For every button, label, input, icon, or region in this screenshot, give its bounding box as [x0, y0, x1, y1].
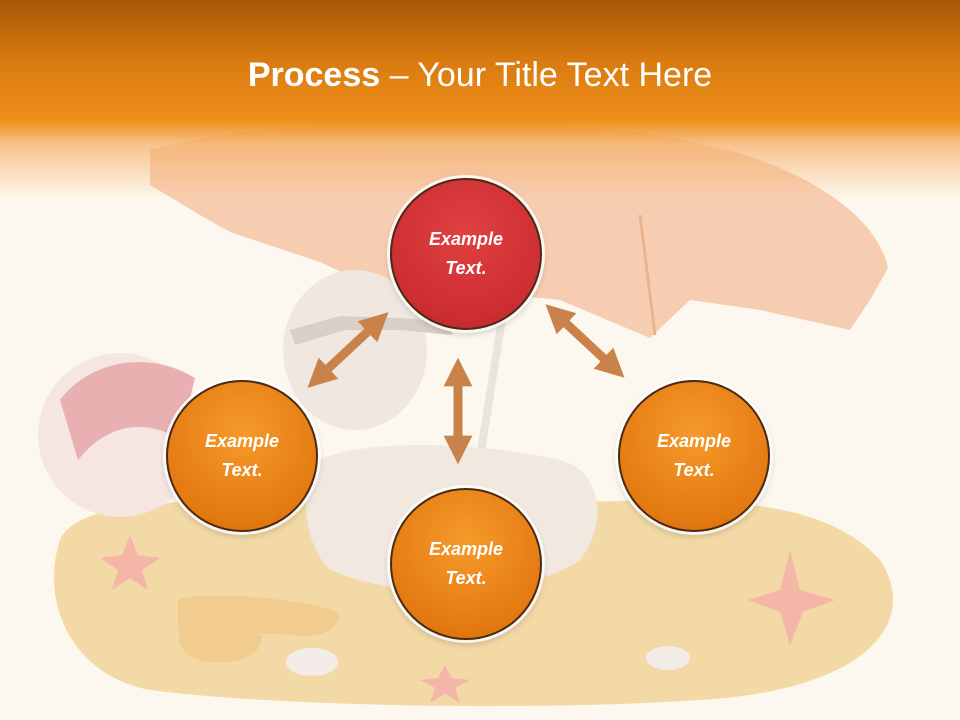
seashell-icon	[286, 648, 338, 676]
title-banner	[0, 0, 960, 200]
starfish-icon	[420, 665, 470, 703]
node-label: Example Text.	[204, 431, 280, 480]
title-rest: – Your Title Text Here	[380, 56, 713, 94]
process-node-right[interactable]: Example Text.	[618, 380, 770, 532]
title-bold: Process	[247, 56, 381, 94]
double-arrow-left	[307, 312, 389, 388]
slide-title: Process – Your Title Text Here	[0, 52, 960, 98]
starfish-icon	[748, 550, 835, 645]
process-node-left[interactable]: Example Text.	[166, 380, 318, 532]
double-arrow-right	[545, 304, 625, 378]
node-label: Example Text.	[428, 229, 504, 278]
flip-flop	[179, 625, 262, 663]
starfish-icon	[100, 535, 160, 590]
node-label: Example Text.	[656, 431, 732, 480]
node-label: Example Text.	[428, 539, 504, 588]
process-node-top[interactable]: Example Text.	[390, 178, 542, 330]
seashell-icon	[646, 646, 690, 670]
umbrella-pole	[474, 299, 509, 471]
process-node-bottom[interactable]: Example Text.	[390, 488, 542, 640]
